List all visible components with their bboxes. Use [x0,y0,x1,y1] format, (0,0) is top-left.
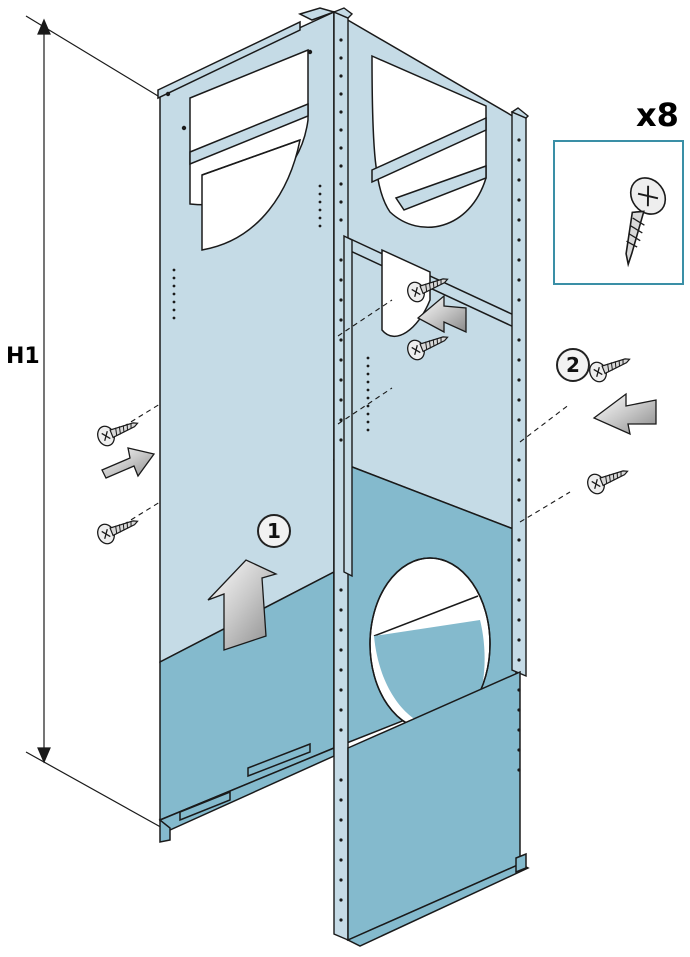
screw-guides [107,299,571,535]
front-right-rail [510,107,530,678]
height-dimension-label: H1 [6,344,40,369]
screw-callout-box [553,140,684,285]
screw-quantity-label: x8 [636,96,679,134]
front-panel [333,10,517,750]
dimension-h1 [25,15,167,831]
step-2-badge: 2 [556,348,590,382]
step-1-badge: 1 [257,514,291,548]
rail-holes [165,38,521,922]
push-arrow-icon [101,294,657,651]
plinth [346,670,530,947]
left-side-panel [157,7,337,843]
middle-rail [343,234,353,578]
